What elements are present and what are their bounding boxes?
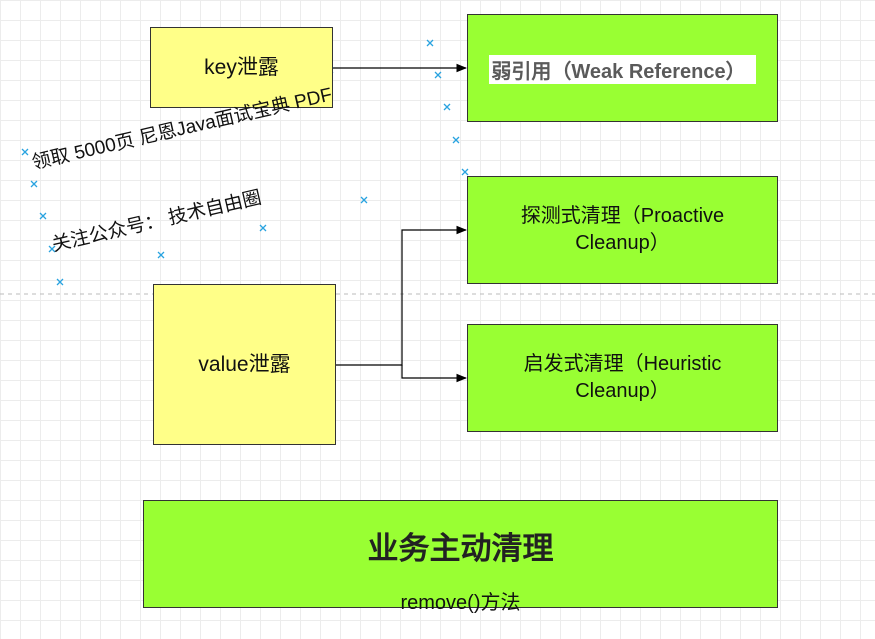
selection-marker-icon xyxy=(39,212,47,220)
selection-marker-icon xyxy=(443,103,451,111)
value-leak-node[interactable]: value泄露 xyxy=(153,284,336,445)
selection-marker-icon xyxy=(461,168,469,176)
selection-marker-icon xyxy=(360,196,368,204)
edge-value-to-heuristic xyxy=(401,365,468,383)
selection-marker-icon xyxy=(30,180,38,188)
selection-marker-icon xyxy=(452,136,460,144)
business-cleanup-title: 业务主动清理 xyxy=(367,531,554,566)
heuristic-cleanup-label: 启发式清理（Heuristic Cleanup） xyxy=(523,353,722,402)
business-cleanup-node[interactable]: 业务主动清理 remove()方法 xyxy=(143,500,778,614)
value-leak-label: value泄露 xyxy=(198,352,291,376)
proactive-cleanup-node[interactable]: 探测式清理（Proactive Cleanup） xyxy=(467,176,778,284)
selection-marker-icon xyxy=(259,224,267,232)
selection-marker-icon xyxy=(56,278,64,286)
selection-marker-icon xyxy=(434,71,442,79)
selection-marker-icon xyxy=(21,148,29,156)
proactive-cleanup-label: 探测式清理（Proactive Cleanup） xyxy=(520,205,725,254)
selection-marker-icon xyxy=(157,251,165,259)
weak-reference-node[interactable]: 弱引用（Weak Reference） xyxy=(467,14,778,122)
edge-value-to-proactive xyxy=(336,225,468,366)
key-leak-label: key泄露 xyxy=(204,55,279,79)
selection-marker-icon xyxy=(48,245,56,253)
business-cleanup-method: remove()方法 xyxy=(400,592,521,614)
key-leak-node[interactable]: key泄露 xyxy=(150,27,333,108)
weak-reference-label: 弱引用（Weak Reference） xyxy=(489,55,756,84)
heuristic-cleanup-node[interactable]: 启发式清理（Heuristic Cleanup） xyxy=(467,324,778,432)
selection-marker-icon xyxy=(426,39,434,47)
